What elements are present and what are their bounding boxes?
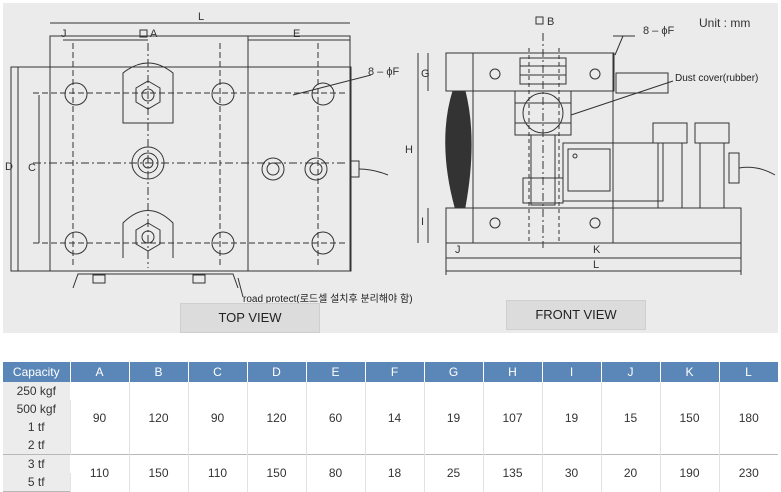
dim-label-D: D xyxy=(5,161,13,173)
value-cell: 190 xyxy=(659,454,719,492)
road-protect-note: road protect(로드셀 설치후 분리해야 함) xyxy=(243,294,413,305)
dim-label-J-top: J xyxy=(61,28,67,40)
dim-label-F-front: 8 – ϕF xyxy=(643,25,675,37)
technical-drawing: L J A E 8 – ϕF D C B 8 – ϕF G H I J K L xyxy=(5,11,776,298)
value-cell: 80 xyxy=(305,454,365,492)
header-cell: E xyxy=(306,362,366,382)
drawing-panel: L J A E 8 – ϕF D C B 8 – ϕF G H I J K L … xyxy=(3,3,778,333)
value-cell: 150 xyxy=(128,454,188,492)
value-cell: 19 xyxy=(541,382,601,455)
dim-label-B: B xyxy=(547,16,554,28)
dim-label-L-top: L xyxy=(198,11,204,23)
dim-label-G: G xyxy=(421,68,430,80)
value-cell: 60 xyxy=(305,382,365,455)
header-cell: B xyxy=(129,362,189,382)
table-row: 500 kgf xyxy=(3,400,778,418)
header-cell: H xyxy=(483,362,543,382)
header-cell: L xyxy=(719,362,779,382)
top-view-drawing xyxy=(10,22,389,298)
value-cell: 90 xyxy=(69,382,129,455)
value-cell: 110 xyxy=(69,454,129,492)
header-cell: Capacity xyxy=(3,362,71,382)
table-row: 5 tf xyxy=(3,473,778,492)
table-row: 250 kgf 90 120 90 120 60 14 19 107 19 15… xyxy=(3,382,778,455)
front-view-drawing xyxy=(417,33,776,275)
table-header-row: Capacity A B C D E F G H I J K L xyxy=(3,362,779,382)
value-cell: 15 xyxy=(600,382,660,455)
top-view-outline xyxy=(10,66,352,272)
dim-label-L-front: L xyxy=(593,259,599,271)
value-cell: 180 xyxy=(718,382,778,455)
value-cell: 120 xyxy=(246,382,306,455)
header-cell: I xyxy=(542,362,602,382)
header-cell: D xyxy=(247,362,307,382)
table-row: 2 tf xyxy=(3,436,778,455)
value-cell: 14 xyxy=(364,382,424,455)
top-view-base-plate xyxy=(49,35,351,272)
value-cell: 20 xyxy=(600,454,660,492)
dim-label-I: I xyxy=(421,216,424,228)
value-cell: 150 xyxy=(246,454,306,492)
value-cell: 120 xyxy=(128,382,188,455)
value-cell: 25 xyxy=(423,454,483,492)
header-cell: A xyxy=(70,362,130,382)
dim-label-A: A xyxy=(150,28,158,40)
dust-cover-note: Dust cover(rubber) xyxy=(675,73,759,84)
capacity-cell: 250 kgf xyxy=(3,382,71,400)
capacity-cell: 2 tf xyxy=(3,436,71,455)
dim-label-F-top: 8 – ϕF xyxy=(368,66,400,78)
table-row: 1 tf xyxy=(3,418,778,436)
value-cell: 110 xyxy=(187,454,247,492)
dimension-table: Capacity A B C D E F G H I J K L 250 kgf… xyxy=(3,362,779,492)
header-cell: K xyxy=(660,362,720,382)
value-cell: 150 xyxy=(659,382,719,455)
value-cell: 90 xyxy=(187,382,247,455)
capacity-cell: 5 tf xyxy=(3,473,71,492)
front-view-label: FRONT VIEW xyxy=(506,300,646,330)
dim-label-K: K xyxy=(593,244,601,256)
unit-label: Unit : mm xyxy=(699,16,751,30)
capacity-cell: 3 tf xyxy=(3,454,71,473)
dim-label-J-front: J xyxy=(455,244,461,256)
value-cell: 30 xyxy=(541,454,601,492)
value-cell: 135 xyxy=(482,454,542,492)
value-cell: 230 xyxy=(718,454,778,492)
header-cell: J xyxy=(601,362,661,382)
header-cell: F xyxy=(365,362,425,382)
front-view-base-plate xyxy=(445,207,742,244)
table-row: 3 tf 110 150 110 150 80 18 25 135 30 20 … xyxy=(3,454,778,492)
dim-label-C: C xyxy=(28,162,36,174)
value-cell: 19 xyxy=(423,382,483,455)
top-view-label: TOP VIEW xyxy=(180,303,320,333)
header-cell: C xyxy=(188,362,248,382)
value-cell: 107 xyxy=(482,382,542,455)
dim-label-H: H xyxy=(405,144,413,156)
header-cell: G xyxy=(424,362,484,382)
dim-label-E: E xyxy=(293,28,300,40)
capacity-cell: 500 kgf xyxy=(3,400,71,418)
capacity-cell: 1 tf xyxy=(3,418,71,436)
value-cell: 18 xyxy=(364,454,424,492)
front-view-top-plate xyxy=(445,52,615,92)
